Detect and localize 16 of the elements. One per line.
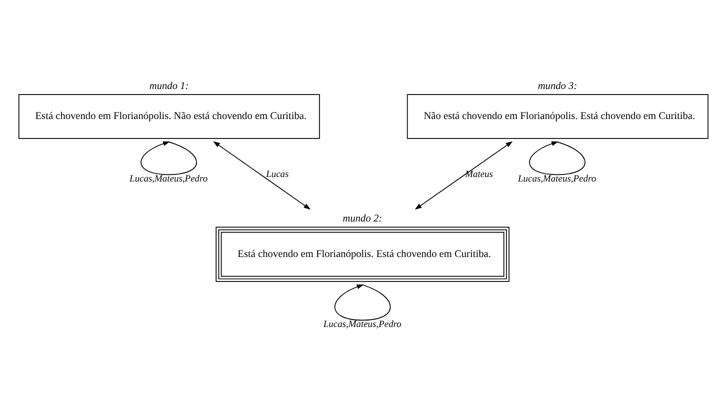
- node-label: mundo 3:: [538, 81, 578, 92]
- edge-label: Lucas,Mateus,Pedro: [130, 174, 208, 184]
- node-label: mundo 2:: [342, 214, 382, 225]
- arrow: [414, 141, 513, 210]
- node-box: Está chovendo em Florianópolis. Não está chovendo em Curitiba.: [18, 94, 320, 139]
- edge-label: Lucas: [266, 170, 289, 180]
- arrow: [140, 141, 197, 176]
- edge-label: Lucas,Mateus,Pedro: [323, 320, 402, 330]
- arrow: [334, 284, 391, 321]
- edge-label: Mateus: [465, 170, 493, 180]
- node-box: Não está chovendo em Florianópolis. Está chovendo em Curitiba.: [406, 94, 708, 139]
- arrow: [529, 141, 586, 176]
- node-box: Está chovendo em Florianópolis. Está chovendo em Curitiba.: [216, 226, 510, 282]
- arrow: [213, 141, 311, 210]
- edge-label: Lucas,Mateus,Pedro: [518, 174, 596, 184]
- node-label: mundo 1:: [149, 81, 189, 92]
